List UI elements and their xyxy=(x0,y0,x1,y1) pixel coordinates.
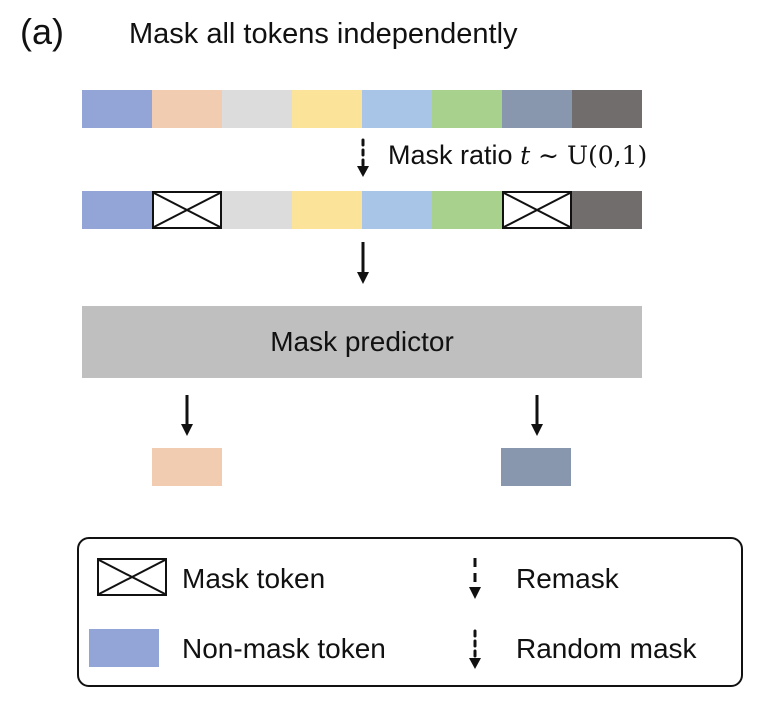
mask-ratio-text: Mask ratio xyxy=(388,140,513,170)
remask-arrow-icon xyxy=(181,395,193,436)
input-token xyxy=(432,90,502,128)
sequence-token xyxy=(572,191,642,229)
mask-token xyxy=(152,191,222,229)
random-mask-arrow-icon xyxy=(469,629,481,669)
mask-token-icon xyxy=(504,193,570,227)
legend-remask-label: Remask xyxy=(516,563,619,594)
sequence-token xyxy=(432,191,502,229)
sequence-token xyxy=(292,191,362,229)
predicted-token xyxy=(152,448,222,486)
mask-predictor-label: Mask predictor xyxy=(270,326,454,357)
remask-arrow-icon xyxy=(469,558,481,599)
panel-label: (a) xyxy=(20,11,64,52)
legend-box: Mask token Non-mask token Remask Random … xyxy=(77,537,743,687)
sequence-token xyxy=(82,191,152,229)
input-token xyxy=(222,90,292,128)
input-token xyxy=(362,90,432,128)
masked-sequence xyxy=(82,191,642,229)
remask-arrow-icon xyxy=(531,395,543,436)
legend-mask-token-label: Mask token xyxy=(182,563,326,594)
mask-ratio-formula: t ∼ U(0,1) xyxy=(520,141,647,170)
input-token xyxy=(572,90,642,128)
mask-token xyxy=(502,191,572,229)
mask-token-icon xyxy=(97,558,167,596)
sequence-token xyxy=(222,191,292,229)
diagram-title: Mask all tokens independently xyxy=(129,18,518,50)
mask-predictor-box: Mask predictor xyxy=(82,306,642,378)
mask-token-icon xyxy=(154,193,220,227)
legend-non-mask-token-label: Non-mask token xyxy=(182,633,386,664)
sequence-token xyxy=(362,191,432,229)
legend-random-mask-label: Random mask xyxy=(516,633,697,664)
input-sequence xyxy=(82,90,642,128)
non-mask-token-swatch xyxy=(89,629,159,667)
predicted-token xyxy=(501,448,571,486)
input-token xyxy=(292,90,362,128)
random-mask-arrow-icon xyxy=(357,138,369,177)
down-arrow-icon xyxy=(357,242,369,284)
mask-ratio-label: Mask ratio t ∼ U(0,1) xyxy=(388,142,647,169)
input-token xyxy=(82,90,152,128)
input-token xyxy=(502,90,572,128)
mask-ratio-distribution: ∼ U(0,1) xyxy=(530,141,648,170)
mask-ratio-variable: t xyxy=(520,141,531,170)
input-token xyxy=(152,90,222,128)
